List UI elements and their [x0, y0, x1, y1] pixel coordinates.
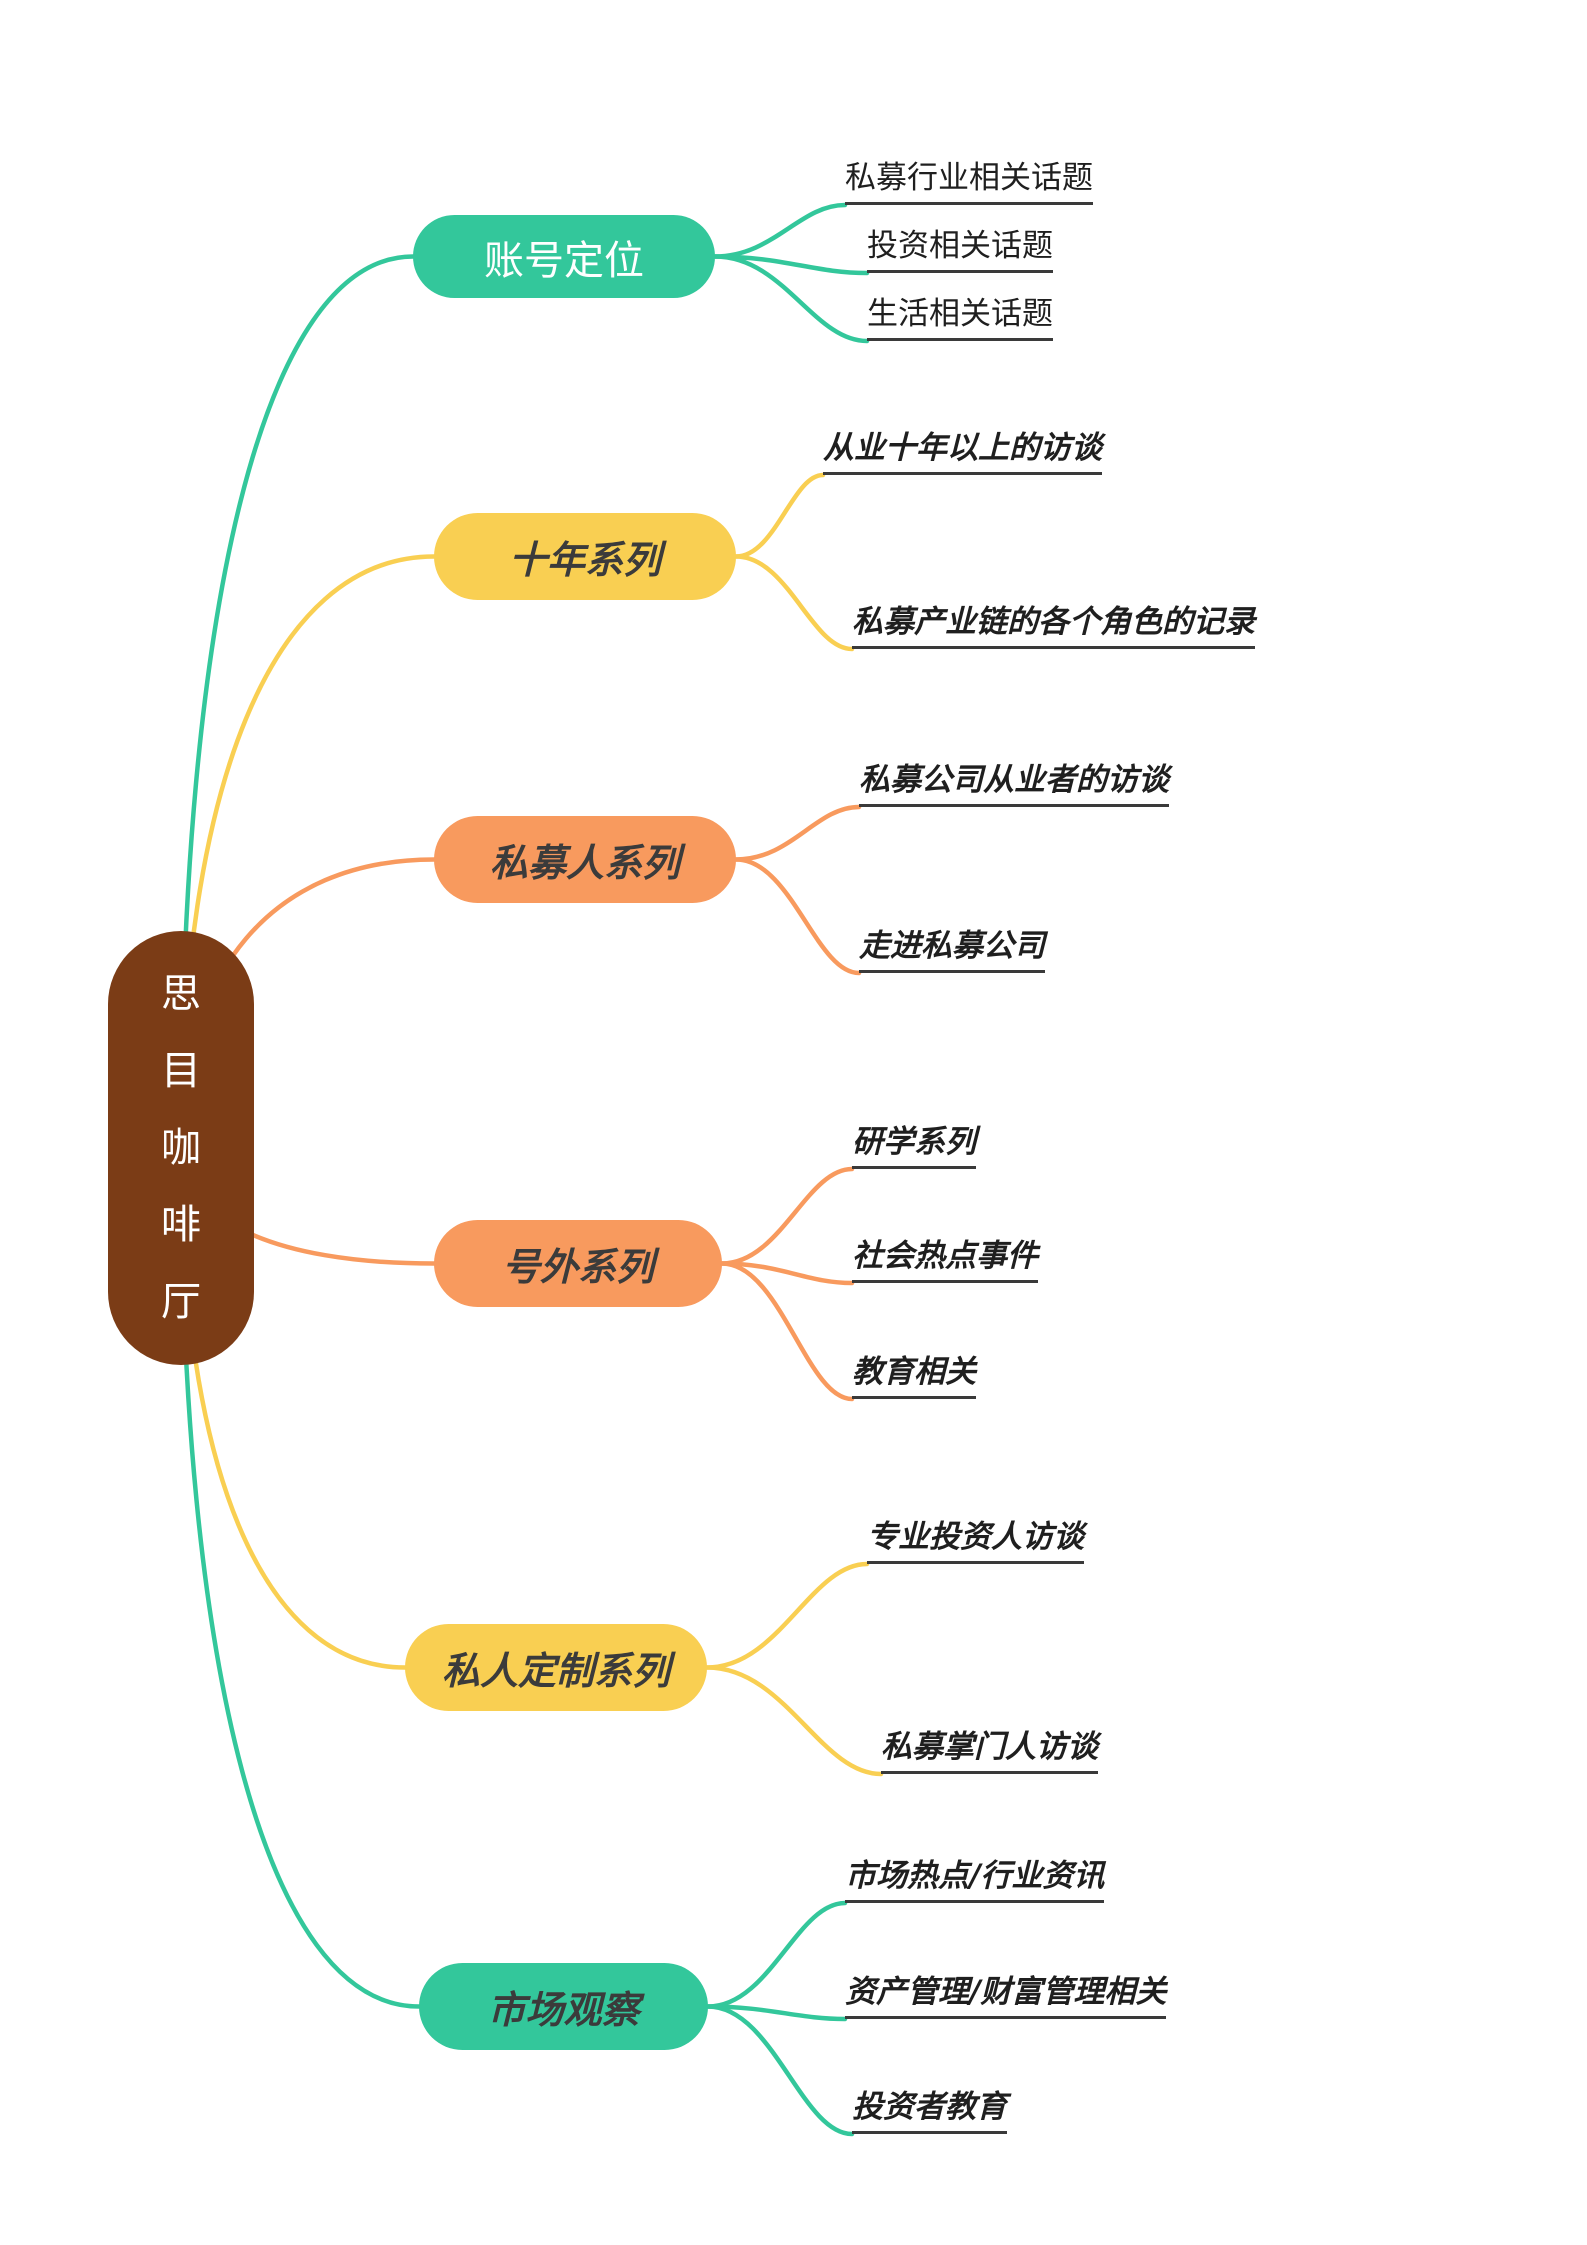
- subtopic[interactable]: 社会热点事件: [852, 1238, 1038, 1283]
- branch-ten-year-series[interactable]: 十年系列: [434, 513, 736, 600]
- branch-label: 私人定制系列: [441, 1648, 670, 1693]
- branch-label: 十年系列: [508, 537, 661, 582]
- branch-label: 私募人系列: [489, 840, 680, 885]
- branch-label: 账号定位: [484, 238, 644, 283]
- branch-label: 号外系列: [501, 1244, 654, 1289]
- branch-extra-series[interactable]: 号外系列: [434, 1220, 722, 1307]
- subtopic[interactable]: 私募公司从业者的访谈: [859, 762, 1169, 807]
- subtopic[interactable]: 私募产业链的各个角色的记录: [852, 604, 1255, 649]
- branch-private-custom-series[interactable]: 私人定制系列: [405, 1624, 707, 1711]
- branch-private-fund-people-series[interactable]: 私募人系列: [434, 816, 736, 903]
- branch-account-positioning[interactable]: 账号定位: [413, 215, 715, 298]
- subtopic[interactable]: 走进私募公司: [859, 928, 1045, 973]
- subtopic[interactable]: 从业十年以上的访谈: [823, 430, 1102, 475]
- subtopic[interactable]: 投资者教育: [852, 2089, 1007, 2134]
- root-label: 思目咖啡厅: [161, 971, 201, 1324]
- subtopic[interactable]: 专业投资人访谈: [867, 1519, 1084, 1564]
- subtopic[interactable]: 研学系列: [852, 1124, 976, 1169]
- subtopic[interactable]: 市场热点/行业资讯: [845, 1858, 1105, 1903]
- subtopic[interactable]: 私募掌门人访谈: [881, 1729, 1098, 1774]
- subtopic[interactable]: 资产管理/财富管理相关: [845, 1974, 1167, 2019]
- root-node[interactable]: 思目咖啡厅: [108, 931, 254, 1365]
- subtopic[interactable]: 私募行业相关话题: [845, 160, 1093, 205]
- subtopic[interactable]: 教育相关: [852, 1354, 976, 1399]
- subtopic[interactable]: 投资相关话题: [867, 228, 1053, 273]
- branch-label: 市场观察: [487, 1987, 640, 2032]
- subtopic[interactable]: 生活相关话题: [867, 296, 1053, 341]
- branch-market-watch[interactable]: 市场观察: [419, 1963, 708, 2050]
